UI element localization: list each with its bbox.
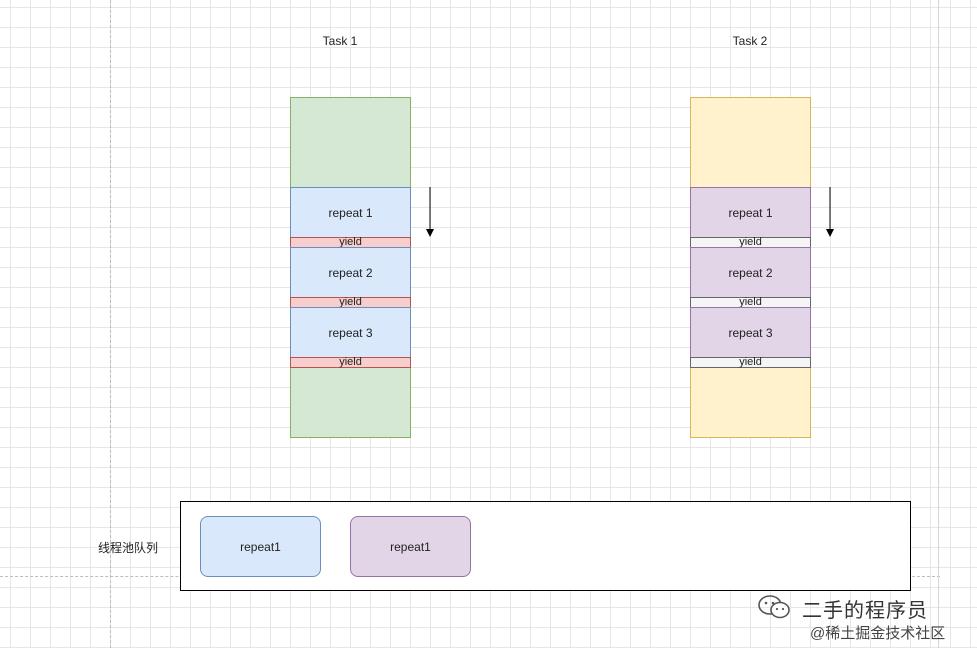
- task1-repeat-1[interactable]: repeat 1: [290, 187, 411, 238]
- queue-item-1[interactable]: repeat1: [200, 516, 321, 577]
- page-edge-line: [938, 0, 939, 648]
- task2-repeat-1[interactable]: repeat 1: [690, 187, 811, 238]
- task1-repeat-3[interactable]: repeat 3: [290, 307, 411, 358]
- task2-yield-3[interactable]: yield: [690, 357, 811, 368]
- vertical-guide-line: [110, 0, 111, 648]
- task1-repeat-2[interactable]: repeat 2: [290, 247, 411, 298]
- task2-title: Task 2: [732, 34, 768, 48]
- task2-repeat-2[interactable]: repeat 2: [690, 247, 811, 298]
- queue-label: 线程池队列: [98, 541, 159, 555]
- task2-down-arrow-icon: [826, 187, 834, 237]
- task2-repeat-3[interactable]: repeat 3: [690, 307, 811, 358]
- task1-down-arrow-icon: [426, 187, 434, 237]
- task1-title: Task 1: [322, 34, 358, 48]
- wechat-icon: [758, 595, 790, 619]
- watermark-community: @稀土掘金技术社区: [810, 625, 946, 642]
- watermark-account: 二手的程序员: [802, 600, 928, 622]
- task1-yield-3[interactable]: yield: [290, 357, 411, 368]
- queue-item-2[interactable]: repeat1: [350, 516, 471, 577]
